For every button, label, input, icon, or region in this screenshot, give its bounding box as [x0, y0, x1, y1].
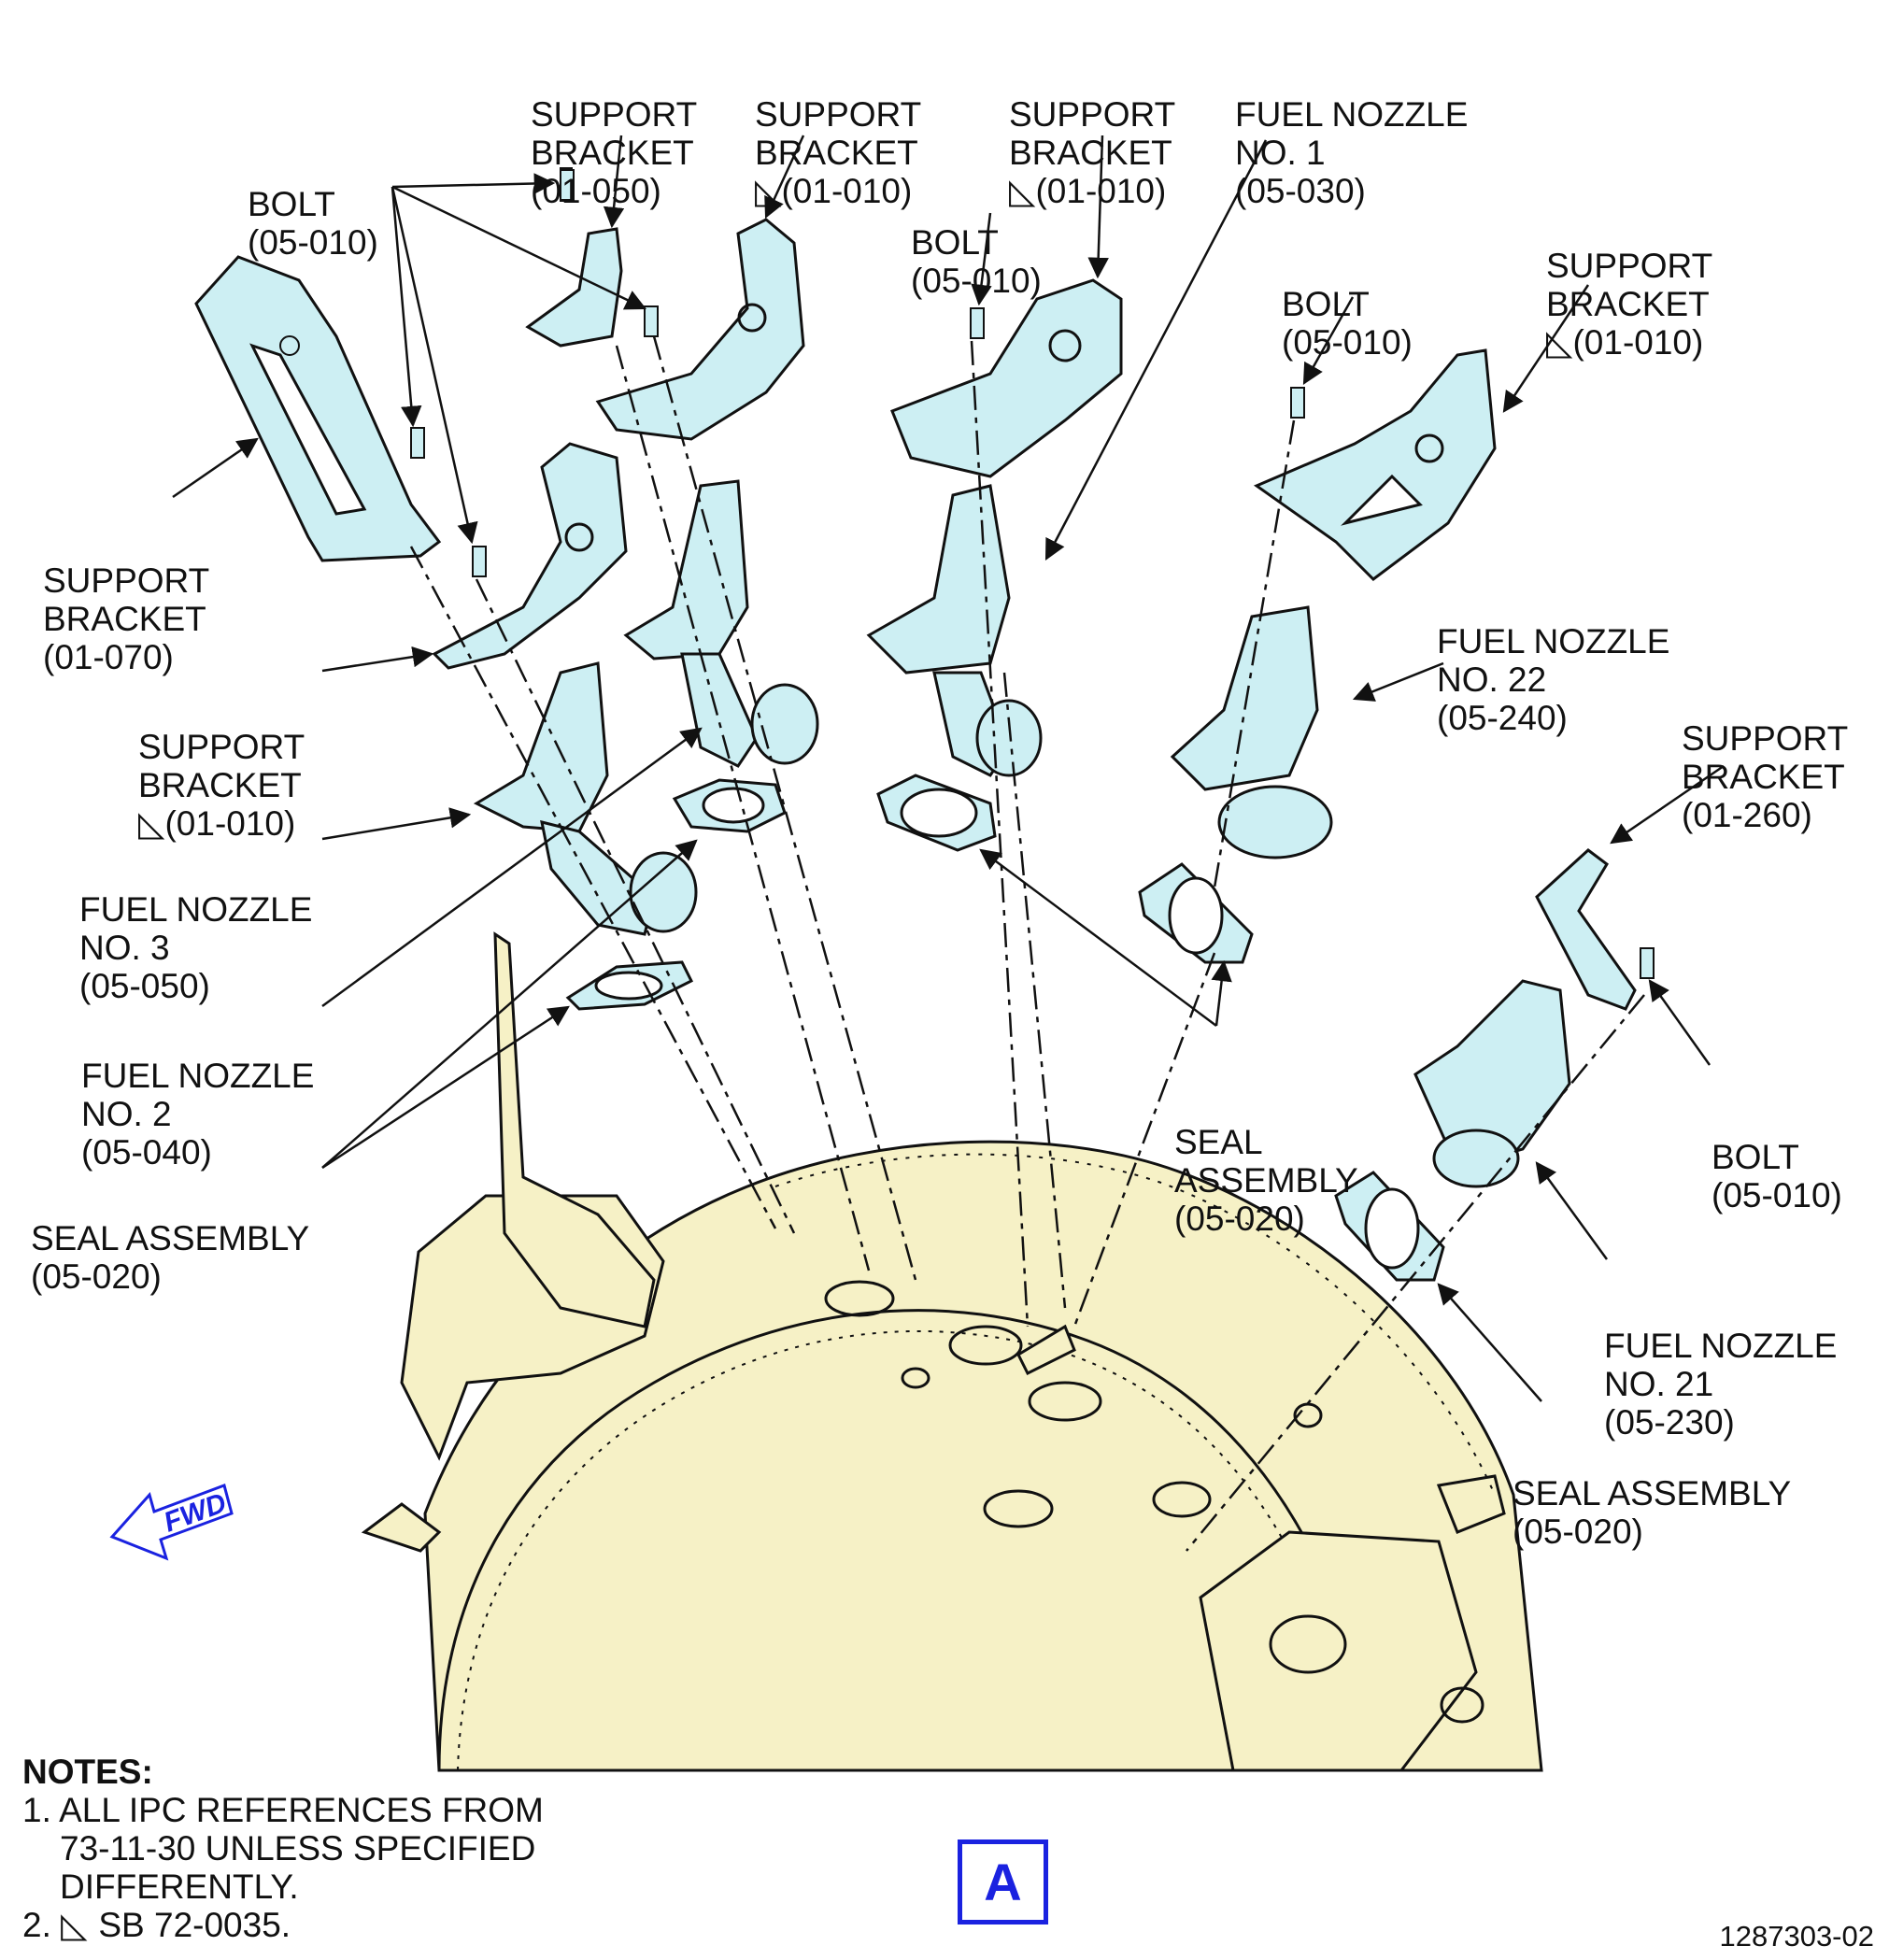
- triangle-marker-icon: ◺: [138, 803, 165, 844]
- label-seal-assembly-left: SEAL ASSEMBLY(05-020): [31, 1219, 310, 1296]
- leader-lines: [172, 135, 1725, 1402]
- label-seal-assembly-right: SEAL ASSEMBLY(05-020): [1513, 1474, 1792, 1551]
- support-bracket-01010-top-left-shape: [595, 218, 805, 441]
- installation-centerlines: [409, 335, 1645, 1552]
- label-bolt-top-left: BOLT(05-010): [248, 185, 378, 262]
- notes-block: NOTES: 1. ALL IPC REFERENCES FROM 73-11-…: [22, 1753, 544, 1944]
- document-number: 1287303-02: [1719, 1920, 1875, 1953]
- note-1-line-2: 73-11-30 UNLESS SPECIFIED: [60, 1829, 536, 1868]
- support-bracket-01260-shape: [1535, 848, 1637, 1011]
- fuel-nozzle-2-shape: [623, 479, 819, 768]
- triangle-marker-icon: ◺: [1009, 171, 1036, 211]
- fuel-nozzle-22-shape: [1170, 605, 1333, 859]
- triangle-marker-icon: ◺: [61, 1905, 99, 1945]
- note-1-line-1: 1. ALL IPC REFERENCES FROM: [22, 1791, 544, 1829]
- support-bracket-01010-center-shape: [890, 278, 1123, 478]
- support-bracket-01010-lower-left-shape: [432, 442, 628, 670]
- fuel-nozzle-3-shape: [473, 661, 698, 936]
- triangle-marker-icon: ◺: [1546, 322, 1573, 362]
- seal-assemblies: [565, 774, 1445, 1282]
- bolt-shapes: [410, 169, 1655, 979]
- support-bracket-01070-shape: [194, 255, 442, 562]
- label-bolt-right: BOLT(05-010): [1282, 285, 1413, 362]
- fuel-nozzle-1-shape: [866, 484, 1043, 777]
- label-bolt-center: BOLT(05-010): [911, 223, 1042, 300]
- note-2: 2. ◺ SB 72-0035.: [22, 1905, 291, 1945]
- view-label: A: [958, 1839, 1048, 1924]
- fuel-nozzle-21-shape: [1413, 979, 1571, 1188]
- label-bolt-lower-right: BOLT(05-010): [1711, 1138, 1842, 1214]
- triangle-marker-icon: ◺: [755, 171, 782, 211]
- notes-title: NOTES:: [22, 1753, 153, 1791]
- fwd-arrow-icon: FWD: [109, 1484, 234, 1561]
- note-1-line-3: DIFFERENTLY.: [60, 1868, 299, 1906]
- combustor-casing: [361, 931, 1543, 1772]
- support-bracket-01010-right-shape: [1253, 348, 1497, 581]
